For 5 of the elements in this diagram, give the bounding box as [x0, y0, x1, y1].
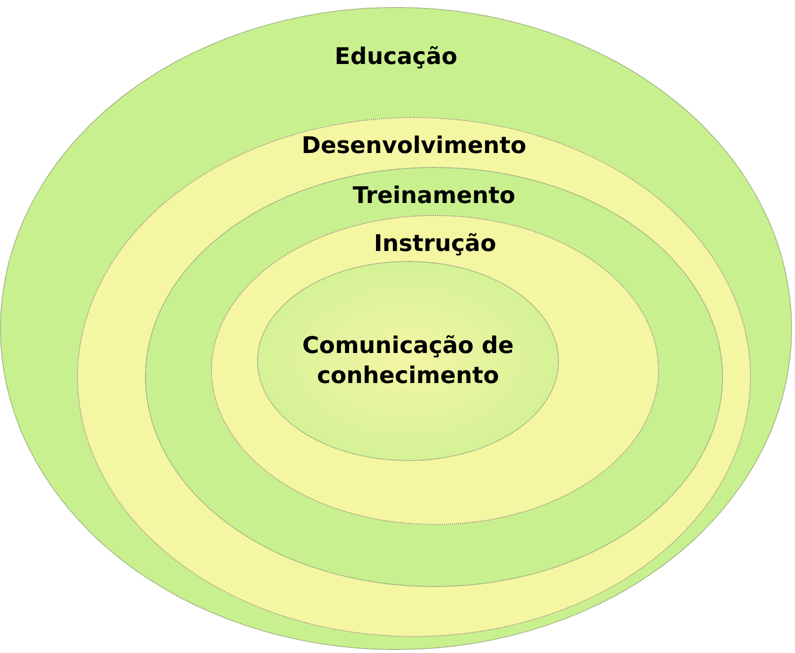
ring-label: Comunicação de conhecimento [301, 332, 515, 391]
ring-label: Treinamento [352, 182, 516, 211]
ring-label: Desenvolvimento [302, 132, 526, 161]
ring-label: Educação [334, 43, 458, 72]
ring-label: Instrução [374, 230, 496, 259]
